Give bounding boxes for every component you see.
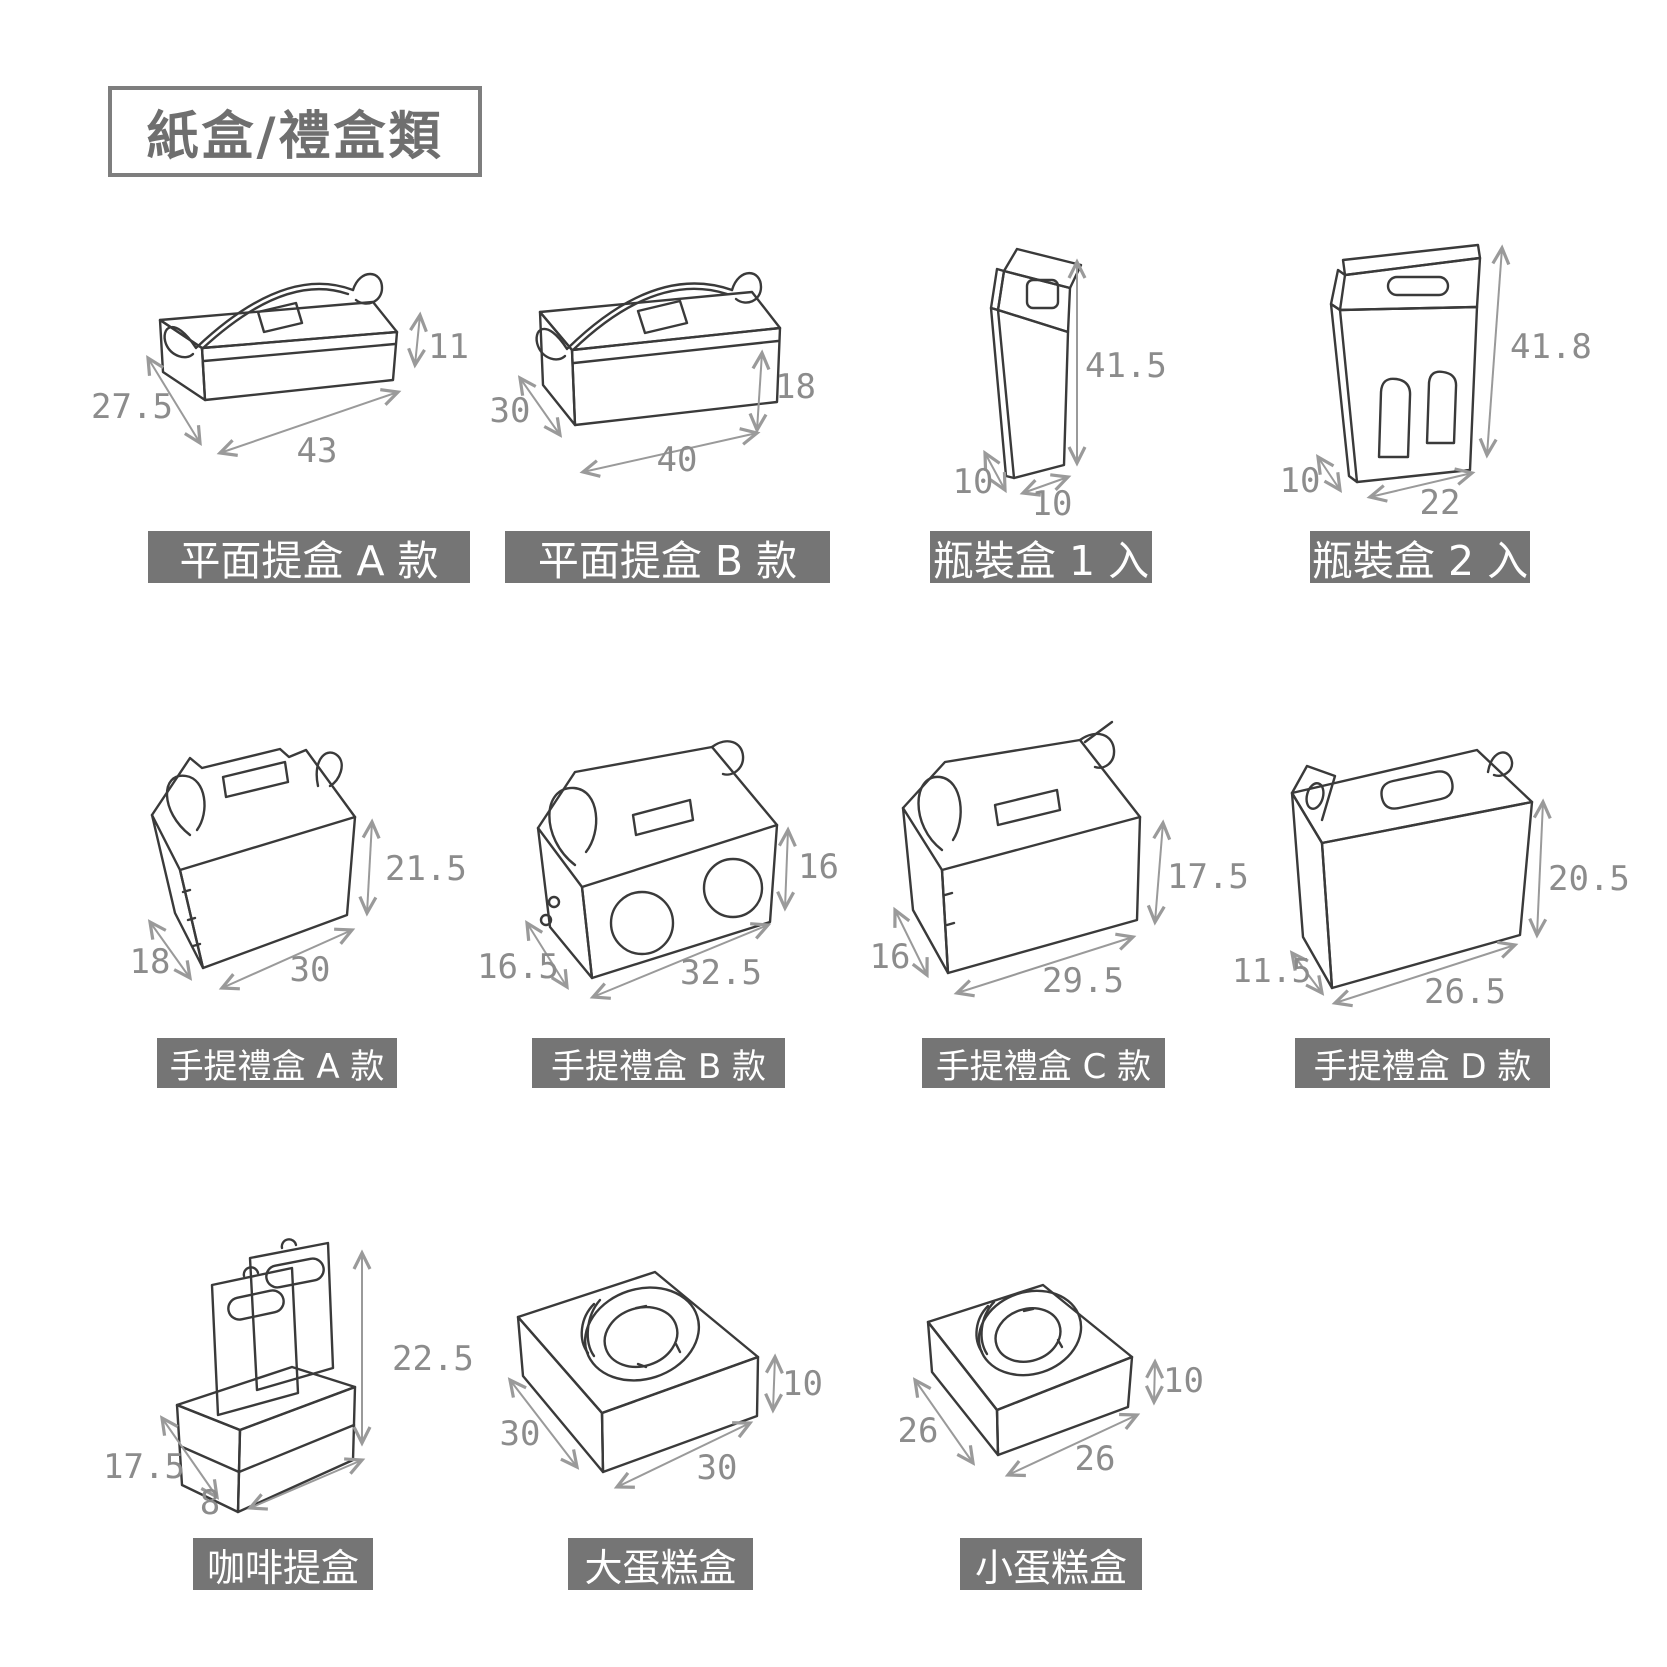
dimension-width-label: 29.5 [1042, 961, 1124, 1001]
product-item-bottle-box-2: 41.8 10 22 [1200, 230, 1630, 523]
dimension-depth-label: 26 [898, 1411, 939, 1451]
box-outline [901, 720, 1142, 975]
dimension-height-label: 22.5 [392, 1339, 474, 1379]
box-outline [926, 1283, 1134, 1457]
dimension-annotations: 20.5 11.5 26.5 [1232, 798, 1630, 1012]
dimension-height-label: 20.5 [1548, 859, 1630, 899]
box-outline [989, 247, 1083, 480]
dimension-annotations: 41.8 10 22 [1280, 244, 1592, 523]
handle-gift-box-d-drawing: 20.5 11.5 26.5 [1232, 748, 1630, 1012]
dimension-depth-label: 17.5 [103, 1447, 185, 1487]
box-outline [516, 1270, 760, 1474]
dimension-annotations: 22.5 17.5 8 [103, 1249, 474, 1523]
bottle-box-1-drawing: 41.5 10 10 [953, 247, 1167, 524]
bottle-box-2-drawing: 41.8 10 22 [1280, 243, 1592, 523]
dimension-width-label: 22 [1420, 483, 1461, 523]
dimension-height-label: 21.5 [385, 849, 467, 889]
product-name-label: 手提禮盒 A 款 [157, 1038, 397, 1088]
dimension-width-label: 26 [1075, 1439, 1116, 1479]
coffee-carrier-drawing: 22.5 17.5 8 [103, 1238, 474, 1523]
dimension-annotations: 10 30 30 [500, 1353, 823, 1489]
cake-box-small-drawing: 10 26 26 [898, 1283, 1204, 1479]
product-item-coffee-carrier: 22.5 17.5 8 [100, 1238, 480, 1530]
dimension-width-label: 40 [657, 440, 698, 480]
dimension-depth-label: 30 [490, 391, 531, 431]
dimension-annotations: 16 16.5 32.5 [477, 826, 839, 1000]
cake-box-large-drawing: 10 30 30 [500, 1270, 823, 1489]
dimension-annotations: 10 26 26 [898, 1358, 1204, 1479]
dimension-depth-label: 27.5 [91, 387, 173, 427]
dimension-depth-label: 18 [130, 942, 171, 982]
box-outline [1290, 748, 1534, 990]
dimension-annotations: 41.5 10 10 [953, 258, 1167, 524]
dimension-depth-label: 11.5 [1232, 951, 1311, 990]
dimension-height-label: 41.5 [1085, 346, 1167, 386]
dimension-height-label: 17.5 [1167, 857, 1249, 897]
product-item-cake-box-large: 10 30 30 [490, 1260, 835, 1500]
dimension-height-label: 11 [428, 327, 469, 367]
product-name-label: 手提禮盒 D 款 [1295, 1038, 1550, 1088]
product-name-label: 大蛋糕盒 [568, 1538, 753, 1590]
product-name-label: 瓶裝盒 1 入 [930, 531, 1152, 585]
dimension-width-label: 32.5 [680, 953, 762, 993]
box-outline [158, 272, 399, 402]
dimension-width-label: 43 [297, 431, 338, 471]
dimension-annotations: 21.5 18 30 [130, 818, 467, 991]
dimension-height-label: 10 [1163, 1361, 1204, 1401]
box-outline [175, 1238, 357, 1514]
dimension-height-label: 10 [782, 1364, 823, 1404]
product-item-bottle-box-1: 41.5 10 10 [880, 235, 1170, 530]
dimension-width-label: 26.5 [1424, 972, 1506, 1012]
category-title-box: 紙盒/禮盒類 [108, 86, 482, 177]
box-outline [150, 747, 357, 970]
box-outline [535, 272, 782, 427]
flat-carry-box-b-drawing: 18 30 40 [490, 272, 816, 480]
product-item-handle-gift-box-c: 17.5 16 29.5 [860, 720, 1255, 1010]
handle-gift-box-c-drawing: 17.5 16 29.5 [870, 720, 1249, 1001]
dimension-height-label: 16 [798, 847, 839, 887]
box-outline [1329, 243, 1482, 484]
handle-gift-box-a-drawing: 21.5 18 30 [130, 747, 467, 991]
product-name-label: 手提禮盒 C 款 [922, 1038, 1165, 1088]
dimension-annotations: 11 27.5 43 [91, 311, 469, 471]
product-name-label: 瓶裝盒 2 入 [1310, 531, 1530, 585]
product-item-handle-gift-box-b: 16 16.5 32.5 [477, 720, 860, 1010]
dimension-height-label: 41.8 [1510, 327, 1592, 367]
dimension-width-label: 8 [200, 1483, 220, 1523]
product-name-label: 平面提盒 B 款 [505, 531, 830, 585]
handle-gift-box-b-drawing: 16 16.5 32.5 [477, 740, 839, 1000]
product-item-flat-carry-box-a: 11 27.5 43 [90, 250, 480, 490]
dimension-depth-label: 16.5 [477, 947, 559, 987]
product-name-label: 小蛋糕盒 [960, 1538, 1142, 1590]
dimension-depth-label: 30 [500, 1414, 541, 1454]
box-outline [536, 740, 779, 980]
dimension-width-label: 30 [697, 1448, 738, 1488]
product-item-cake-box-small: 10 26 26 [870, 1260, 1210, 1500]
product-item-handle-gift-box-a: 21.5 18 30 [120, 720, 470, 1010]
product-name-label: 平面提盒 A 款 [148, 531, 470, 585]
product-item-flat-carry-box-b: 18 30 40 [480, 250, 870, 510]
dimension-width-label: 30 [290, 950, 331, 990]
dimension-depth-label: 10 [1280, 461, 1321, 501]
product-name-label: 咖啡提盒 [193, 1538, 373, 1590]
category-title: 紙盒/禮盒類 [146, 107, 444, 167]
dimension-annotations: 18 30 40 [490, 349, 816, 480]
dimension-depth-label: 16 [870, 937, 911, 977]
product-item-handle-gift-box-d: 20.5 11.5 26.5 [1230, 720, 1640, 1012]
dimension-height-label: 18 [775, 367, 816, 407]
dimension-depth-label: 10 [953, 462, 994, 502]
flat-carry-box-a-drawing: 11 27.5 43 [91, 272, 469, 471]
dimension-width-label: 10 [1032, 484, 1073, 524]
product-name-label: 手提禮盒 B 款 [532, 1038, 785, 1088]
dimension-annotations: 17.5 16 29.5 [870, 819, 1249, 1001]
